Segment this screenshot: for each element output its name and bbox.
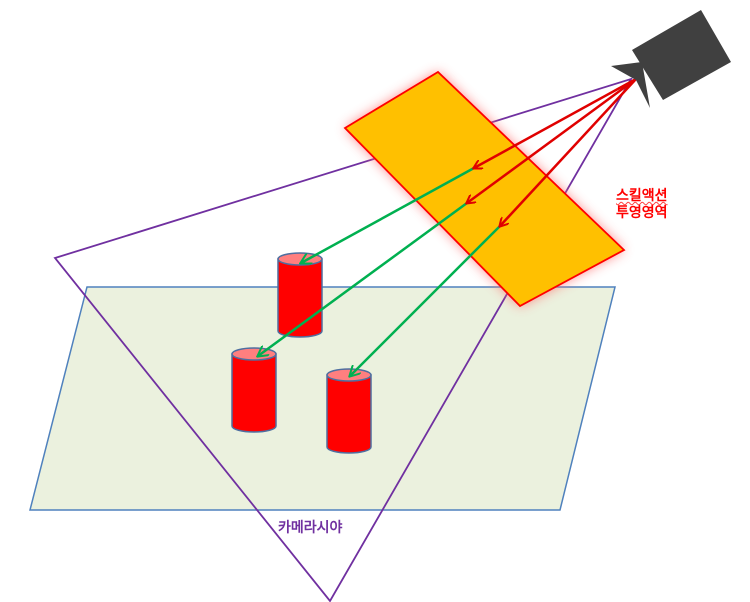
red-arrow [467, 77, 637, 203]
green-arrow [350, 225, 501, 376]
projector-icon [611, 10, 731, 108]
cylinder [326, 368, 372, 454]
red-arrow [474, 77, 637, 168]
camera-view-triangle [53, 77, 633, 602]
green-arrow [258, 201, 468, 356]
camera-view-label: 카메라시야 [278, 520, 343, 536]
green-arrow [301, 166, 475, 263]
cylinder [231, 347, 277, 433]
red-arrow [500, 78, 637, 226]
projection-area-label-line1: 스킬액션 [616, 188, 668, 204]
projection-area-label-line2: 투영영역 [616, 205, 668, 221]
projection-area-label: 스킬액션 투영영역 [616, 188, 668, 222]
